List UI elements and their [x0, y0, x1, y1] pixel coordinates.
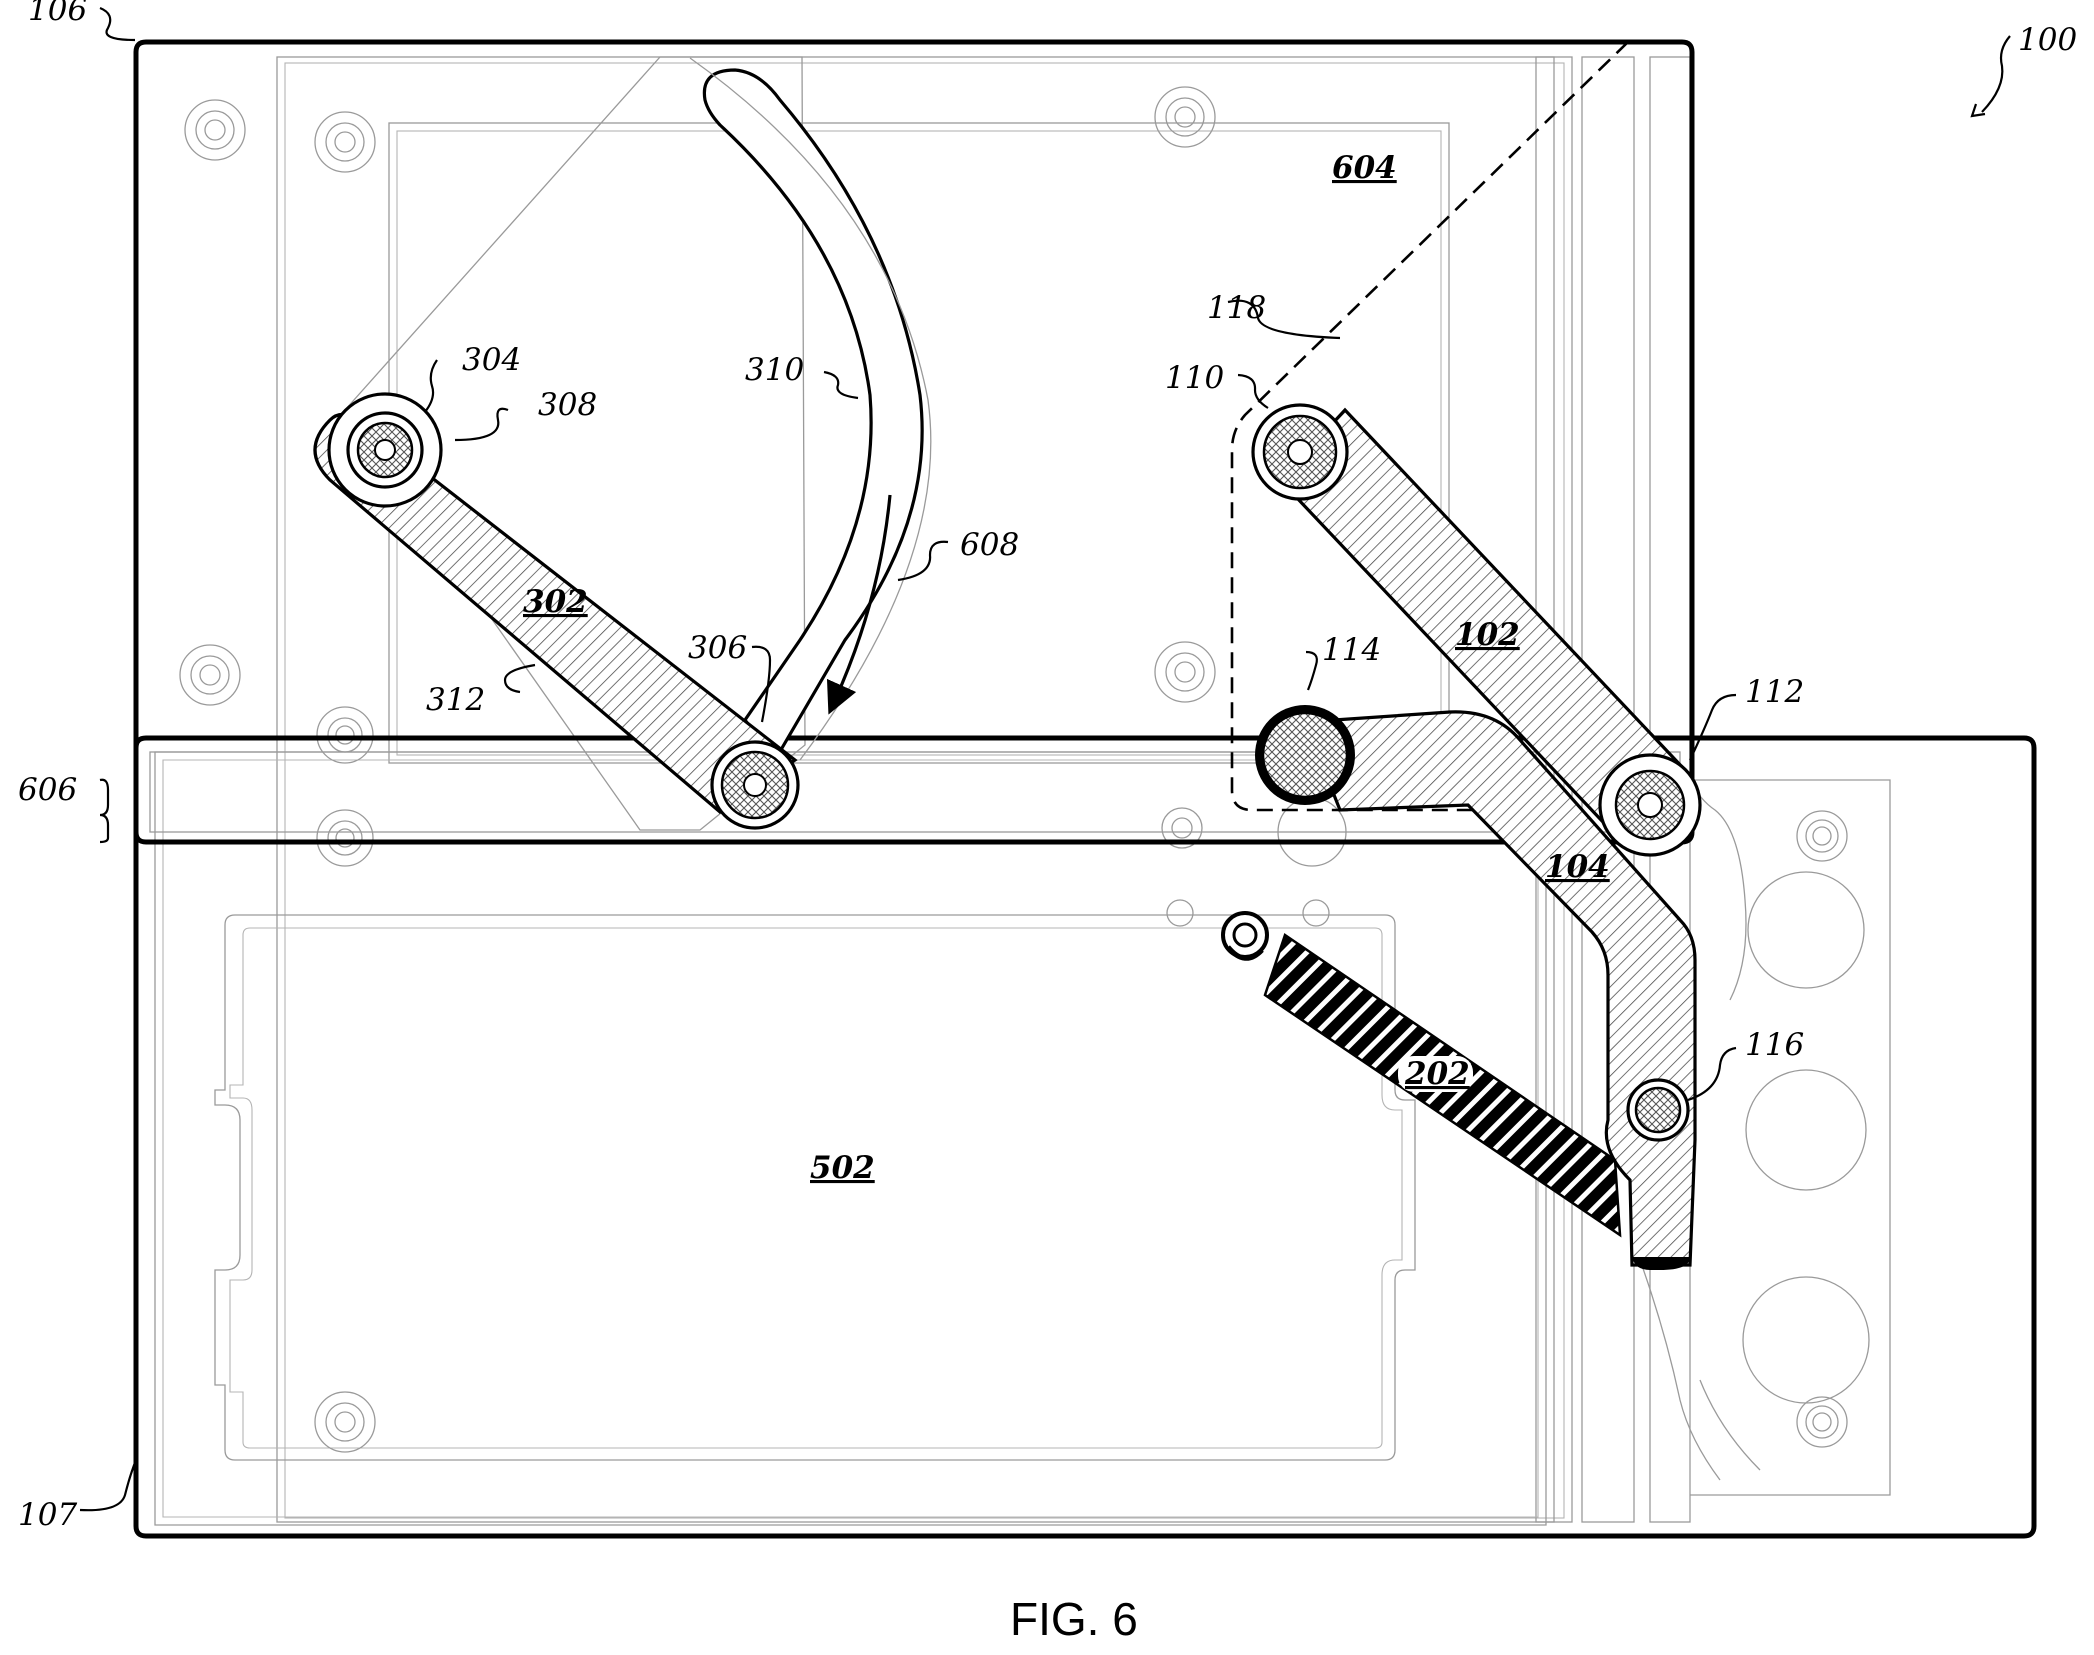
- label-202-backdrop: [1398, 1056, 1473, 1092]
- label-608: 608: [960, 527, 1019, 563]
- label-202: 202: [1404, 1056, 1470, 1092]
- label-310: 310: [745, 352, 804, 388]
- dashed-outline-118: [1230, 41, 1629, 812]
- label-304: 304: [462, 342, 521, 378]
- label-604: 604: [1332, 150, 1397, 186]
- label-107: 107: [18, 1497, 77, 1533]
- lower-housing-107: [133, 735, 2037, 1539]
- link-302: [313, 392, 800, 830]
- figure-caption: FIG. 6: [1010, 1593, 1138, 1645]
- label-306: 306: [688, 630, 747, 666]
- pivot-116: [1634, 1086, 1682, 1134]
- movement-arrow-608: [826, 494, 892, 715]
- label-114: 114: [1322, 632, 1381, 668]
- label-118: 118: [1207, 290, 1266, 326]
- label-106: 106: [28, 0, 87, 28]
- label-312: 312: [426, 682, 485, 718]
- label-302: 302: [523, 584, 588, 620]
- label-116: 116: [1745, 1027, 1804, 1063]
- link-102: [1251, 403, 1702, 857]
- arc-outer-guide: [689, 57, 932, 761]
- pin-114: [1261, 711, 1349, 799]
- label-502: 502: [810, 1150, 875, 1186]
- label-102: 102: [1455, 617, 1520, 653]
- label-308: 308: [538, 387, 597, 423]
- label-110: 110: [1165, 360, 1224, 396]
- leader-lines: [79, 6, 2011, 1512]
- screw-bosses: [179, 86, 1870, 1453]
- label-606: 606: [18, 772, 77, 808]
- link-104: [1255, 705, 1697, 1270]
- label-104: 104: [1545, 849, 1610, 885]
- label-112: 112: [1745, 674, 1804, 710]
- label-100: 100: [2018, 22, 2077, 58]
